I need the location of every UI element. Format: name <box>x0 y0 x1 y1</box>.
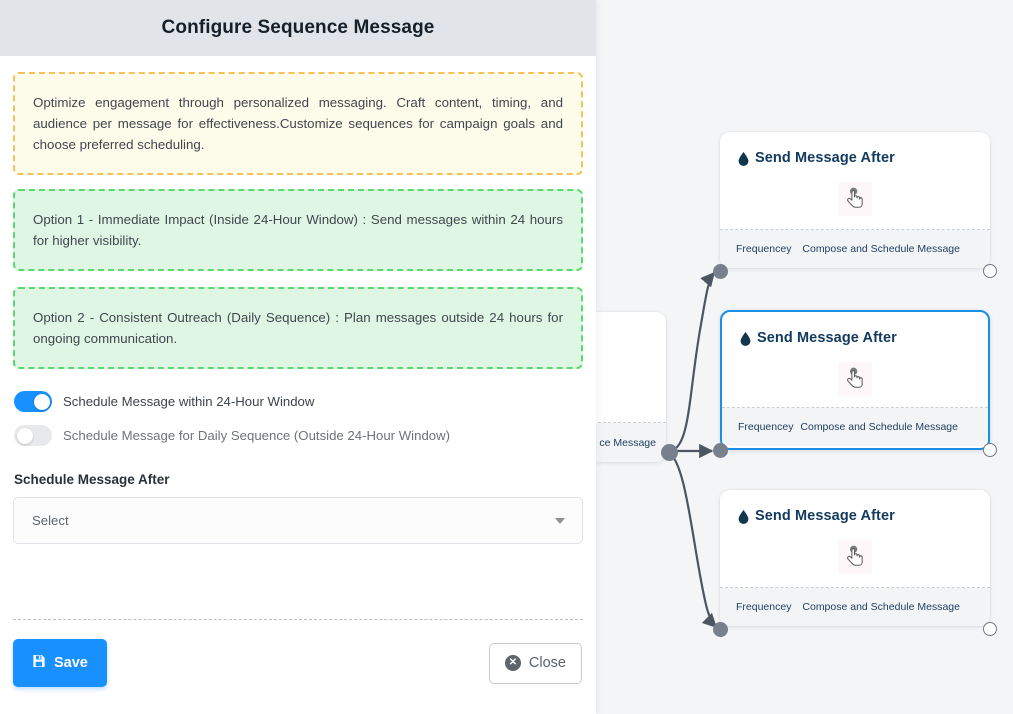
node-title-label: Send Message After <box>755 150 895 166</box>
node-footer: Frequencey Compose and Schedule Message <box>720 588 990 626</box>
node-footer: Frequencey Compose and Schedule Message <box>722 408 988 446</box>
modal-footer: Save ✕ Close <box>13 639 582 687</box>
node-input-handle-3[interactable] <box>713 622 728 637</box>
node-body: Send Message After <box>722 312 988 407</box>
node-title-row: Send Message After <box>738 150 895 166</box>
footer-divider <box>13 619 583 620</box>
node-divider <box>720 587 990 588</box>
node-divider <box>720 229 990 230</box>
toggle-label-within-24h: Schedule Message within 24-Hour Window <box>63 394 315 409</box>
node-frequency-label: Frequencey <box>738 421 794 433</box>
toggle-row-within-24h: Schedule Message within 24-Hour Window <box>14 391 583 412</box>
toggle-row-daily-sequence: Schedule Message for Daily Sequence (Out… <box>14 425 583 446</box>
modal-header: Configure Sequence Message <box>0 0 596 56</box>
node-title-row: Send Message After <box>738 508 895 524</box>
chevron-down-icon <box>555 517 565 524</box>
schedule-message-after-select[interactable]: Select <box>13 497 583 544</box>
flow-node-send-message-after-1[interactable]: Send Message After Frequencey Compose an… <box>720 132 990 268</box>
node-output-handle-1[interactable] <box>983 264 997 278</box>
info-notice-option-1: Option 1 - Immediate Impact (Inside 24-H… <box>13 189 583 271</box>
schedule-message-after-label: Schedule Message After <box>14 472 170 487</box>
toggle-schedule-daily-sequence[interactable] <box>14 425 52 446</box>
toggle-label-daily-sequence: Schedule Message for Daily Sequence (Out… <box>63 428 451 443</box>
flow-node-send-message-after-2[interactable]: Send Message After Frequencey Compose an… <box>720 310 990 450</box>
modal-body: Optimize engagement through personalized… <box>0 72 596 687</box>
close-circle-icon: ✕ <box>504 655 521 671</box>
toggle-schedule-within-24-hour-window[interactable] <box>14 391 52 412</box>
droplet-icon <box>740 332 751 346</box>
node-input-handle-2[interactable] <box>713 443 728 458</box>
node-output-handle-2[interactable] <box>983 443 997 457</box>
node-frequency-label: Frequencey <box>736 601 792 613</box>
node-title-label: Send Message After <box>757 330 897 346</box>
flow-node-send-message-after-3[interactable]: Send Message After Frequencey Compose an… <box>720 490 990 626</box>
toggle-knob <box>16 427 33 444</box>
droplet-icon <box>738 152 749 166</box>
hand-click-icon[interactable] <box>838 540 872 574</box>
toggle-knob <box>33 393 50 410</box>
info-notice-overview: Optimize engagement through personalized… <box>13 72 583 175</box>
node-compose-label: Compose and Schedule Message <box>802 243 960 255</box>
node-body: Send Message After <box>720 490 990 587</box>
node-title-row: Send Message After <box>740 330 897 346</box>
page-title: Configure Sequence Message <box>161 17 435 38</box>
select-value: Select <box>32 513 69 528</box>
hand-click-icon[interactable] <box>838 362 872 396</box>
node-footer: Frequencey Compose and Schedule Message <box>720 230 990 268</box>
node-title-label: Send Message After <box>755 508 895 524</box>
node-footer-right-label: ce Message <box>599 436 656 449</box>
save-button-label: Save <box>54 655 88 671</box>
save-button[interactable]: Save <box>13 639 107 687</box>
node-compose-label: Compose and Schedule Message <box>800 421 958 433</box>
node-output-handle-upstream[interactable] <box>661 444 678 461</box>
droplet-icon <box>738 510 749 524</box>
node-input-handle-1[interactable] <box>713 264 728 279</box>
info-notice-option-2: Option 2 - Consistent Outreach (Daily Se… <box>13 287 583 369</box>
save-floppy-icon <box>32 654 46 672</box>
node-output-handle-3[interactable] <box>983 622 997 636</box>
node-body: Send Message After <box>720 132 990 229</box>
node-frequency-label: Frequencey <box>736 243 792 255</box>
node-divider <box>722 407 988 408</box>
close-button-label: Close <box>528 655 566 671</box>
close-button[interactable]: ✕ Close <box>488 642 582 684</box>
configure-sequence-message-panel: Configure Sequence Message Optimize enga… <box>0 0 596 714</box>
node-compose-label: Compose and Schedule Message <box>802 601 960 613</box>
hand-click-icon[interactable] <box>838 182 872 216</box>
